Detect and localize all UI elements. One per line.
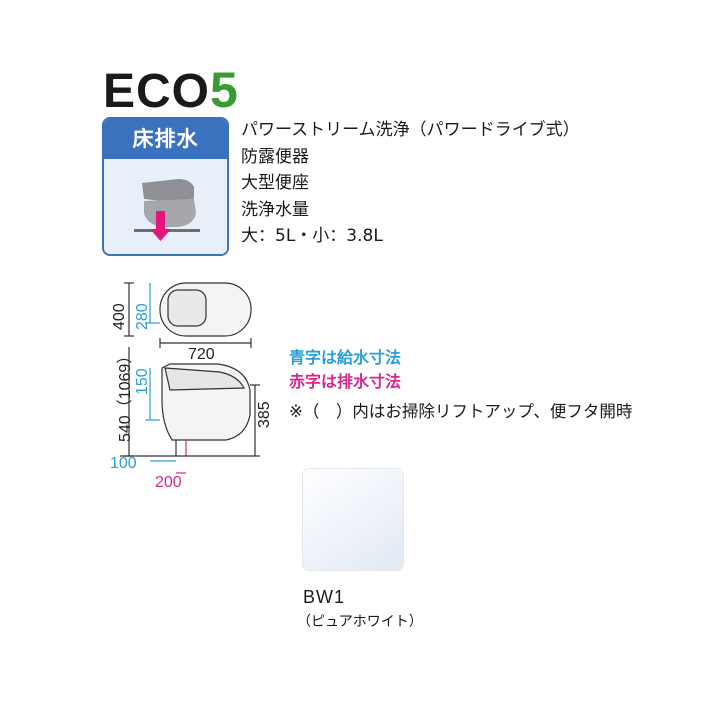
color-code: BW1 <box>303 587 346 607</box>
eco-text: ECO <box>103 65 211 118</box>
top-view <box>124 282 252 348</box>
spec-item: 大：5L・小：3.8L <box>241 226 383 246</box>
dim-depth-supply: 280 <box>134 303 151 330</box>
dim-depth: 400 <box>111 303 128 330</box>
legend-drain: 赤字は排水寸法 <box>289 372 402 391</box>
side-view <box>120 347 260 474</box>
eco5-logo: ECO5 <box>103 65 239 118</box>
color-swatch <box>303 469 403 570</box>
dim-height: 540（1069） <box>117 347 134 442</box>
spec-item: 防露便器 <box>241 146 309 167</box>
spec-item: 大型便座 <box>241 173 309 193</box>
color-name: （ピュアホワイト） <box>297 614 423 630</box>
legend-supply: 青字は給水寸法 <box>289 348 402 367</box>
badge-title: 床排水 <box>104 119 227 159</box>
dim-drain-offset: 200 <box>155 474 182 491</box>
spec-list: パワーストリーム洗浄（パワードライブ式） 防露便器 大型便座 洗浄水量 大：5L… <box>241 117 580 250</box>
dim-height-supply: 150 <box>134 368 151 395</box>
floor-drain-badge: 床排水 <box>102 117 229 256</box>
badge-illustration <box>104 159 227 254</box>
spec-item: パワーストリーム洗浄（パワードライブ式） <box>241 120 580 140</box>
dim-width: 720 <box>188 346 215 363</box>
dim-supply-offset: 100 <box>110 455 137 472</box>
legend-note: ※（ ）内はお掃除リフトアップ、便フタ開時 <box>289 402 633 421</box>
eco-number: 5 <box>210 62 239 118</box>
toilet-drain-icon <box>134 179 200 241</box>
spec-item: 洗浄水量 <box>241 199 309 220</box>
dim-seat-height: 385 <box>256 401 273 428</box>
